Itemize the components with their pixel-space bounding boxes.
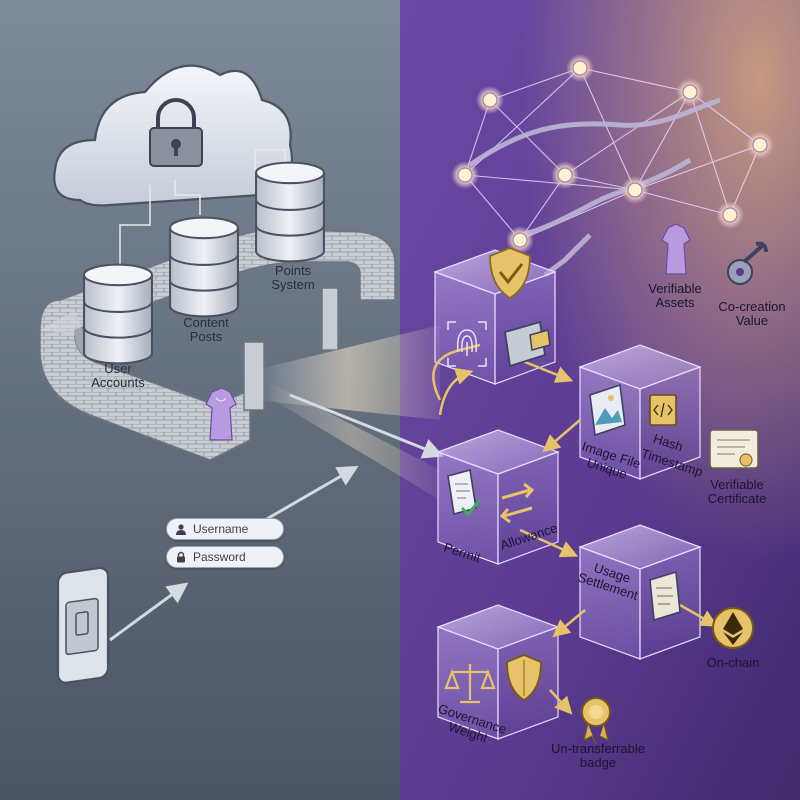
code-file-icon (649, 394, 677, 426)
label-points-system: Points System (271, 263, 315, 292)
label-on-chain: On-chain (706, 655, 760, 670)
label-untransferrable-badge: Un-transferrable badge (551, 741, 645, 770)
label-verifiable-assets: Verifiable Assets (648, 281, 702, 310)
label-user-accounts: User Accounts (91, 361, 145, 390)
fingerprint-icon (447, 321, 487, 367)
database-icon (83, 263, 153, 365)
label-verifiable-certificate: Verifiable Certificate (707, 477, 767, 506)
image-file-icon (589, 383, 626, 437)
swap-arrows-icon (499, 482, 535, 524)
password-input[interactable]: Password (166, 546, 284, 568)
label-content-posts: Content Posts (183, 315, 229, 344)
shield-check-icon (489, 247, 531, 300)
ethereum-icon (712, 607, 754, 649)
database-icon (169, 216, 239, 318)
qipao-icon (661, 223, 691, 275)
user-icon (176, 524, 186, 535)
wallet-icon (503, 320, 551, 368)
scales-icon (444, 664, 496, 704)
lock-icon (177, 551, 185, 563)
username-input[interactable]: Username (166, 518, 284, 540)
phone-icon (56, 566, 110, 684)
gear-wrench-icon (727, 241, 768, 285)
document-check-icon (447, 468, 482, 517)
blockchain-network (451, 54, 774, 277)
label-co-creation-value: Co-creation Value (718, 299, 786, 328)
shield-icon (506, 654, 542, 702)
scroll-icon (649, 570, 681, 622)
certificate-icon (709, 429, 759, 469)
cloud-lock-icon (53, 64, 294, 207)
badge-icon (581, 697, 611, 745)
qipao-icon (205, 387, 237, 441)
database-icon (255, 161, 325, 263)
